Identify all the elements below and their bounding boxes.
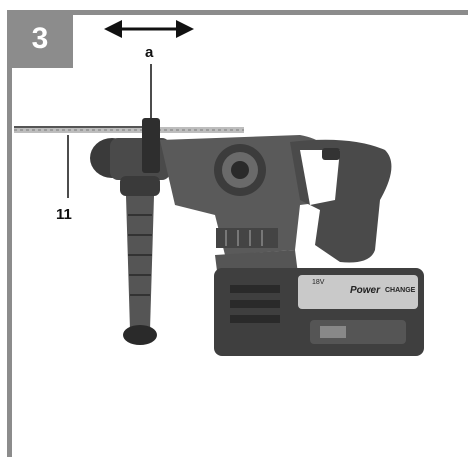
label-part-11: 11	[56, 206, 72, 223]
battery-voltage-text: 18V	[312, 279, 325, 286]
drill-bit	[14, 127, 244, 133]
frame-top-border	[7, 10, 468, 15]
figure-number: 3	[7, 10, 73, 68]
rear-handle	[290, 139, 392, 263]
double-arrow-icon	[104, 20, 194, 38]
side-handle	[120, 176, 160, 345]
battery-pack	[214, 268, 424, 356]
label-a: a	[145, 44, 154, 61]
frame-left-border	[7, 10, 12, 457]
depth-stop-clamp	[142, 118, 160, 173]
battery-brand-text: Power	[350, 285, 381, 296]
depth-stop	[14, 126, 154, 128]
battery-change-text: CHANGE	[385, 287, 416, 294]
